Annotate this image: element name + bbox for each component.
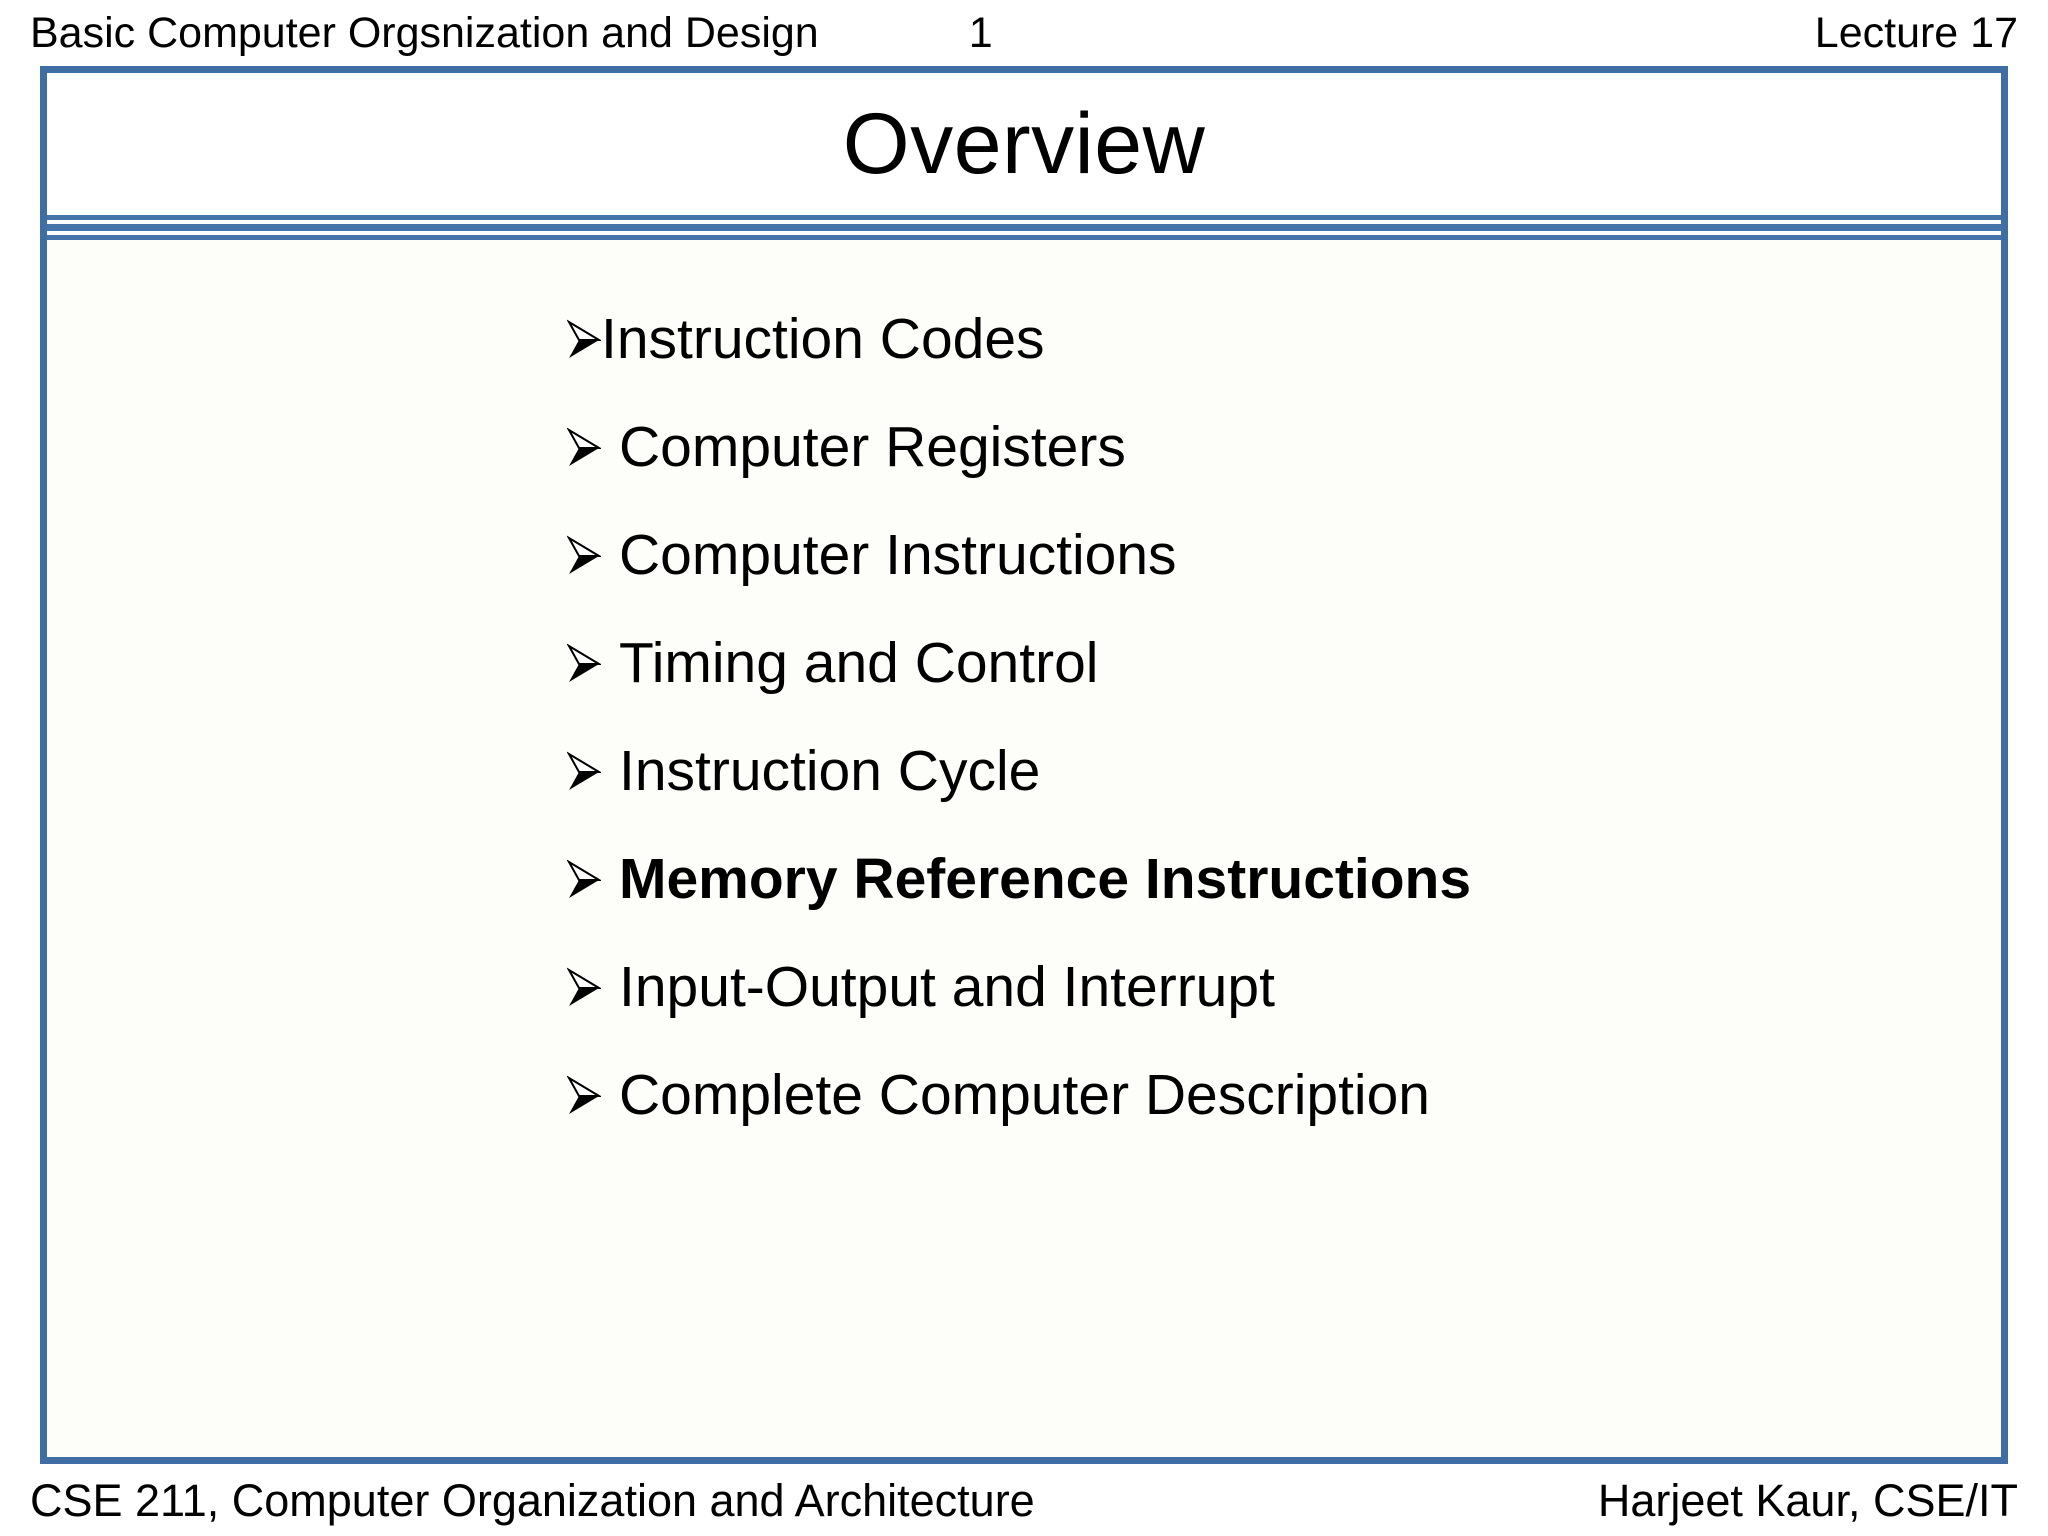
slide-title: Overview [842,96,1206,192]
list-item-label: Input-Output and Interrupt [619,955,1275,1019]
slide-content: Instruction Codes Computer Registers [47,239,2001,1457]
slide-title-block: Overview [47,73,2001,215]
arrowhead-bullet-icon [567,426,601,470]
arrowhead-bullet-icon [567,534,601,578]
divider-rule-middle [47,224,2001,231]
list-item-label: Instruction Cycle [619,739,1041,803]
list-item: Computer Instructions [567,527,2001,635]
title-content-divider [47,215,2001,240]
arrowhead-bullet-icon [567,642,601,686]
footer-author: Harjeet Kaur, CSE/IT [1597,1474,2018,1526]
list-item: Computer Registers [567,419,2001,527]
list-item-label: Timing and Control [619,631,1099,695]
list-item: Instruction Codes [567,311,2001,419]
slide-frame: Overview Instruction Codes [40,66,2008,1464]
slide-footer: CSE 211, Computer Organization and Archi… [0,1464,2048,1536]
arrowhead-bullet-icon [567,318,601,362]
list-item: Input-Output and Interrupt [567,959,2001,1067]
arrowhead-bullet-icon [567,858,601,902]
arrowhead-bullet-icon [567,966,601,1010]
list-item: Instruction Cycle [567,743,2001,851]
list-item-label: Memory Reference Instructions [619,847,1472,911]
list-item: Timing and Control [567,635,2001,743]
arrowhead-bullet-icon [567,750,601,794]
header-topic: Basic Computer Orgsnization and Design [30,8,819,57]
list-item: Complete Computer Description [567,1067,2001,1175]
arrowhead-bullet-icon [567,1074,601,1118]
list-item-label: Computer Instructions [619,523,1177,587]
overview-bullet-list: Instruction Codes Computer Registers [47,311,2001,1175]
slide-header: Basic Computer Orgsnization and Design 1… [0,0,2048,66]
footer-course: CSE 211, Computer Organization and Archi… [30,1474,1035,1526]
divider-rule-bottom [47,235,2001,240]
header-slide-number: 1 [968,8,993,57]
list-item-label: Instruction Codes [601,307,1045,371]
divider-rule-top [47,215,2001,220]
list-item: Memory Reference Instructions [567,851,2001,959]
header-lecture: Lecture 17 [1814,8,2018,57]
list-item-label: Computer Registers [619,415,1126,479]
list-item-label: Complete Computer Description [619,1063,1430,1127]
